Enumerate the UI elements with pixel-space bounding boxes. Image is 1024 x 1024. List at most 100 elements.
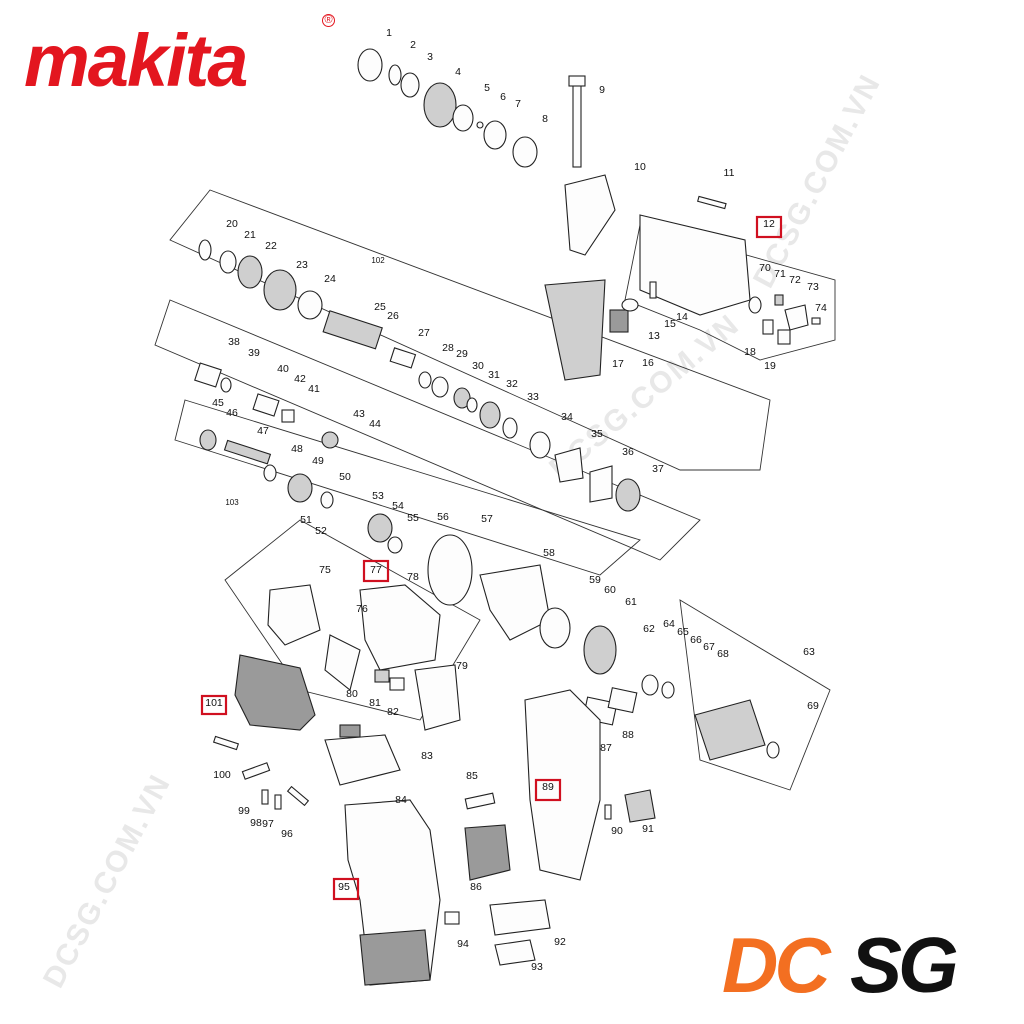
part-14-shape xyxy=(649,281,657,299)
part-label-85: 85 xyxy=(466,770,478,782)
part-22-shape xyxy=(237,255,263,289)
part-label-40: 40 xyxy=(277,363,289,375)
part-39-shape xyxy=(220,377,232,393)
part-label-41: 41 xyxy=(308,383,320,395)
part-label-88: 88 xyxy=(622,729,634,741)
part-label-44: 44 xyxy=(369,418,381,430)
part-55-shape xyxy=(387,536,403,554)
part-83-shape xyxy=(414,664,461,731)
part-43-shape xyxy=(321,431,339,449)
part-36-shape xyxy=(589,465,613,503)
part-6-shape xyxy=(476,121,484,129)
part-74-shape xyxy=(811,317,821,325)
part-12-shape xyxy=(639,214,751,316)
part-label-92: 92 xyxy=(554,936,566,948)
part-98-shape xyxy=(261,789,269,805)
part-94-shape xyxy=(444,911,460,925)
part-label-97: 97 xyxy=(262,818,274,830)
part-label-28: 28 xyxy=(442,342,454,354)
part-label-74: 74 xyxy=(815,302,827,314)
part-85-shape xyxy=(464,792,496,810)
part-label-30: 30 xyxy=(472,360,484,372)
part-89-shape xyxy=(524,689,601,881)
part-11-shape xyxy=(697,195,727,210)
part-label-7: 7 xyxy=(515,98,521,110)
part-26-shape xyxy=(322,310,383,350)
part-label-26: 26 xyxy=(387,310,399,322)
part-97-shape xyxy=(274,794,282,810)
part-76-shape xyxy=(359,584,441,671)
part-label-46: 46 xyxy=(226,407,238,419)
part-label-77: 77 xyxy=(370,564,382,576)
frame-upper-gear xyxy=(154,299,701,561)
makita-logo: makita xyxy=(24,20,248,100)
part-label-4: 4 xyxy=(455,66,461,78)
part-label-36: 36 xyxy=(622,446,634,458)
part-label-10: 10 xyxy=(634,161,646,173)
part-label-38: 38 xyxy=(228,336,240,348)
part-37-shape xyxy=(615,478,641,512)
highlight-box-95 xyxy=(332,877,360,901)
part-label-80: 80 xyxy=(346,688,358,700)
part-34-shape xyxy=(529,431,551,459)
part-label-54: 54 xyxy=(392,500,404,512)
part-88-shape xyxy=(607,687,638,714)
part-21-shape xyxy=(219,250,237,274)
part-label-86: 86 xyxy=(470,881,482,893)
part-label-100: 100 xyxy=(213,769,231,781)
part-label-22: 22 xyxy=(265,240,277,252)
highlight-box-89 xyxy=(534,778,562,802)
part-label-14: 14 xyxy=(676,311,688,323)
part-63-shape xyxy=(694,699,766,761)
part-label-16: 16 xyxy=(642,357,654,369)
part-20-shape xyxy=(198,239,212,261)
part-24-shape xyxy=(297,290,323,320)
part-60-shape xyxy=(539,607,571,649)
part-label-18: 18 xyxy=(744,346,756,358)
part-28-shape xyxy=(418,371,432,389)
part-29-shape xyxy=(431,376,449,398)
part-100-shape xyxy=(212,735,240,751)
part-label-75: 75 xyxy=(319,564,331,576)
part-95-battery-mount xyxy=(359,929,431,986)
part-2-shape xyxy=(388,64,402,86)
part-label-24: 24 xyxy=(324,273,336,285)
part-label-68: 68 xyxy=(717,648,729,660)
registered-mark: ® xyxy=(322,14,335,27)
part-label-15: 15 xyxy=(664,318,676,330)
part-label-34: 34 xyxy=(561,411,573,423)
part-91-shape xyxy=(624,789,656,823)
part-13-shape xyxy=(621,298,639,312)
part-label-101: 101 xyxy=(205,697,223,709)
part-label-90: 90 xyxy=(611,825,623,837)
part-27-shape xyxy=(389,347,417,369)
part-33-shape xyxy=(502,417,518,439)
part-label-62: 62 xyxy=(643,623,655,635)
part-23-shape xyxy=(263,269,297,311)
part-label-78: 78 xyxy=(407,571,419,583)
part-label-21: 21 xyxy=(244,229,256,241)
part-label-3: 3 xyxy=(427,51,433,63)
part-label-37: 37 xyxy=(652,463,664,475)
part-40-shape xyxy=(252,393,280,417)
parts-layer xyxy=(194,48,821,986)
part-label-17: 17 xyxy=(612,358,624,370)
part-label-76: 76 xyxy=(356,603,368,615)
highlight-box-77 xyxy=(362,559,390,583)
dcsg-logo-sg: SG xyxy=(850,930,957,1002)
part-label-43: 43 xyxy=(353,408,365,420)
part-17-shape xyxy=(544,279,606,381)
part-84b-shape xyxy=(339,724,361,738)
part-label-47: 47 xyxy=(257,425,269,437)
part-7-shape xyxy=(483,120,507,150)
makita-logo-text: makita xyxy=(24,20,246,100)
part-10-shape xyxy=(564,174,616,256)
part-35-shape xyxy=(554,447,584,483)
part-label-65: 65 xyxy=(677,626,689,638)
part-31-shape xyxy=(466,397,478,413)
part-label-53: 53 xyxy=(372,490,384,502)
part-label-51: 51 xyxy=(300,514,312,526)
